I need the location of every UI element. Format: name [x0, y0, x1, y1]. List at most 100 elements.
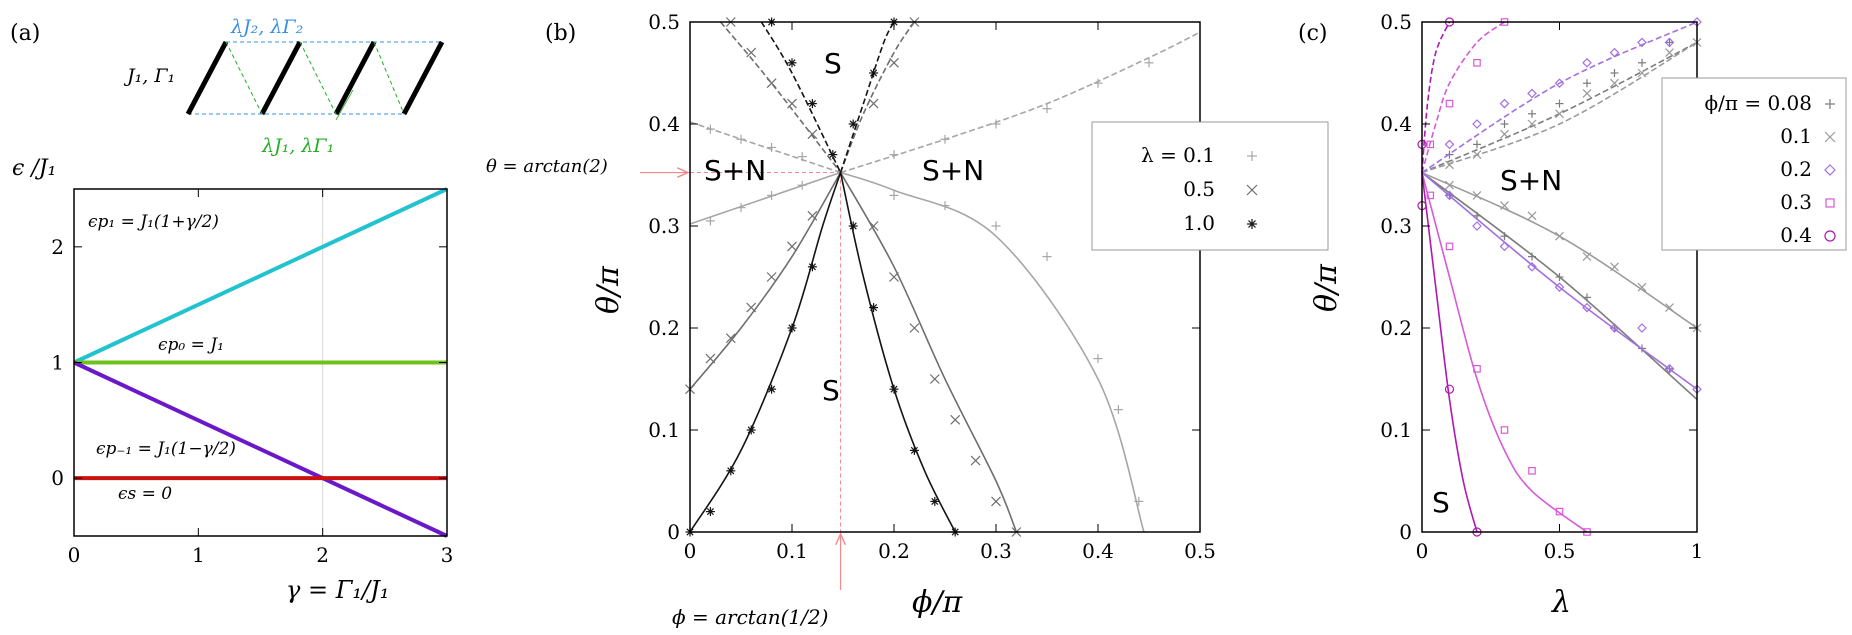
region-label-s-top: S: [824, 47, 842, 80]
fit-curve-0.4: [1421, 172, 1478, 533]
point-stroke: [706, 508, 714, 516]
data-point: [1665, 303, 1674, 313]
data-point: [1554, 282, 1565, 293]
point-shape: [1664, 363, 1675, 374]
data-point: [970, 455, 981, 466]
legend-label: 0.5: [1183, 177, 1215, 201]
panel-b-ylabel: θ/π: [591, 265, 626, 314]
panel-c-legend: ϕ/π = 0.080.10.20.30.4: [1661, 77, 1847, 251]
data-point: [1527, 88, 1537, 99]
data-point: [1444, 384, 1455, 394]
legend-label: 0.1: [1780, 124, 1812, 148]
point-shape: [1555, 507, 1564, 516]
data-point: [807, 129, 818, 140]
data-point: [1555, 231, 1564, 241]
legend-label: λ = 0.1: [1141, 143, 1215, 167]
data-point: [1582, 57, 1592, 68]
y-tick-label: 0.4: [648, 112, 680, 136]
data-point: [1527, 119, 1537, 129]
series-line-ϵp₋₁: [73, 360, 448, 538]
annotation-eps-s: ϵs = 0: [118, 484, 172, 504]
point-shape: [1637, 37, 1647, 48]
data-point: [725, 333, 736, 344]
fit-curve-1.0: [689, 172, 842, 533]
point-stroke: [1500, 201, 1509, 211]
point-stroke: [1445, 160, 1454, 170]
data-point: [705, 507, 715, 517]
y-tick-label: 0.2: [648, 316, 680, 340]
point-stroke: [970, 455, 981, 466]
data-point: [1444, 190, 1455, 201]
ladder-rung: [259, 40, 303, 116]
point-stroke: [807, 129, 818, 140]
data-point: [1246, 184, 1258, 196]
data-point: [940, 201, 950, 211]
data-point: [828, 150, 838, 160]
data-point: [1500, 201, 1509, 211]
data-point: [767, 142, 777, 152]
point-stroke: [746, 302, 757, 313]
data-point: [1555, 507, 1564, 516]
data-point: [1134, 496, 1144, 506]
ladder-schematic: λJ₂, λΓ₂ J₁, Γ₁ λJ₁, λΓ₁: [123, 16, 445, 157]
panel-b-legend: λ = 0.10.51.0: [1091, 121, 1329, 251]
data-point: [1637, 68, 1647, 78]
data-point: [1582, 252, 1592, 262]
region-label-s: S: [1432, 486, 1450, 519]
panel-a-ylabel: ϵ /J₁: [12, 156, 56, 181]
annotation-eps-p1: ϵp₁ = J₁(1+γ/2): [88, 212, 219, 232]
data-point: [766, 78, 777, 89]
panel-a-label: (a): [10, 21, 40, 46]
data-point: [705, 124, 715, 134]
data-point: [1500, 232, 1509, 241]
point-stroke: [929, 374, 940, 384]
data-point: [1637, 37, 1647, 48]
point-stroke: [1472, 150, 1482, 160]
point-shape: [1637, 323, 1647, 333]
y-tick-label: 0.1: [648, 418, 680, 442]
data-point: [1042, 104, 1052, 114]
point-stroke: [829, 151, 837, 159]
point-shape: [1609, 323, 1620, 333]
panel-c-label: (c): [1298, 21, 1328, 46]
data-point: [1583, 293, 1591, 302]
data-point: [1528, 467, 1536, 475]
data-point: [1042, 252, 1052, 262]
data-point: [1093, 354, 1103, 364]
data-point: [1472, 119, 1482, 129]
legend-label: 0.3: [1780, 190, 1812, 214]
data-point: [1637, 282, 1647, 292]
point-stroke: [868, 98, 879, 109]
point-stroke: [1610, 262, 1619, 272]
x-tick-label: 0: [684, 539, 697, 563]
data-point: [767, 190, 777, 200]
region-label-sn: S+N: [1500, 164, 1562, 197]
point-shape: [1582, 57, 1592, 68]
point-shape: [1445, 242, 1454, 251]
y-tick-label: 0.1: [1380, 418, 1412, 442]
data-point: [940, 134, 950, 144]
point-shape: [1582, 302, 1592, 313]
ladder-diagonal-dashed: [299, 41, 337, 115]
x-tick-label: 0: [68, 543, 81, 567]
ladder-rung: [333, 40, 377, 116]
point-stroke: [889, 272, 899, 282]
point-shape: [1554, 78, 1565, 89]
point-stroke: [931, 497, 939, 505]
data-point: [868, 221, 879, 231]
data-point: [787, 241, 797, 252]
data-point: [991, 221, 1001, 231]
point-stroke: [1637, 282, 1647, 292]
legend-label: ϕ/π = 0.08: [1704, 91, 1812, 115]
data-point: [1426, 191, 1435, 200]
data-point: [889, 272, 899, 282]
legend-label: 0.2: [1780, 157, 1812, 181]
point-stroke: [788, 324, 796, 332]
data-point: [991, 119, 1001, 129]
